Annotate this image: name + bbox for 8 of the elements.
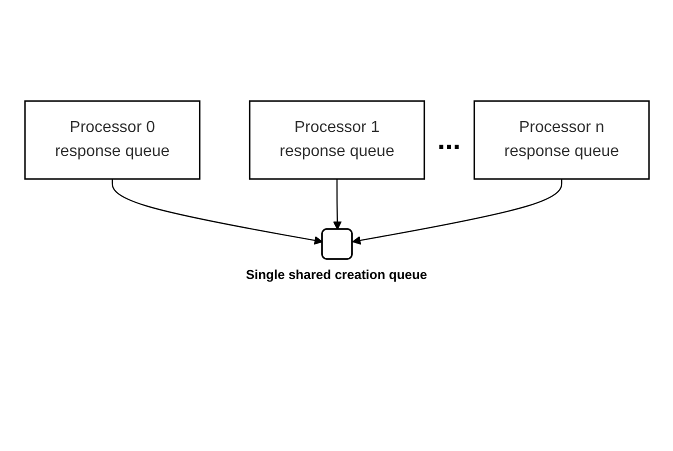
arrow [111,179,322,245]
node-box: Processor 1 response queue [248,100,425,180]
queue-caption: Single shared creation queue [246,266,428,282]
node-box: Processor 0 response queue [24,100,200,180]
node-box: Processor n response queue [473,100,650,180]
ellipsis-text: ... [437,126,461,154]
arrow [352,179,562,245]
arrow [332,179,342,230]
